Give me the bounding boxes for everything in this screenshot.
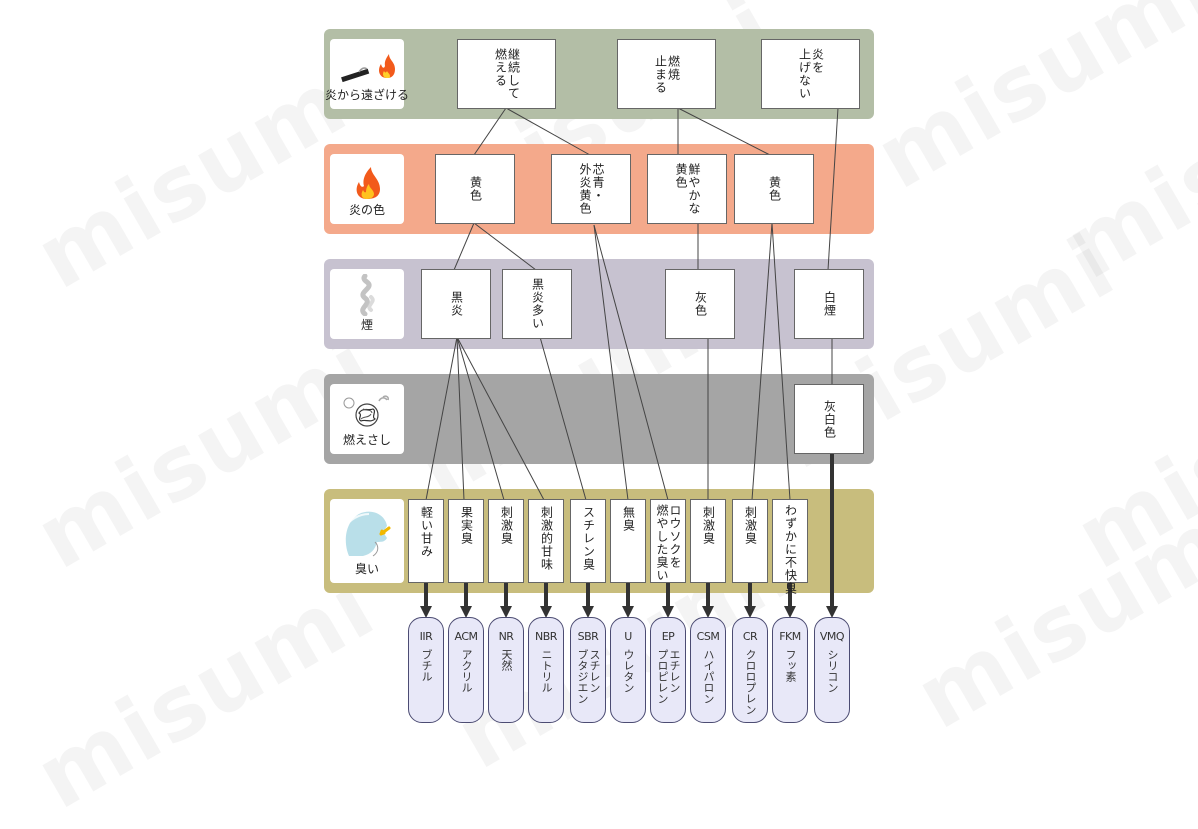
smoke-box-white: 白煙	[794, 269, 864, 339]
fire-box-stops-burning: 燃焼 止まる	[617, 39, 716, 109]
odor-box: 軽い甘み	[408, 499, 444, 583]
band-residue	[324, 374, 874, 464]
odor-box: わずかに不快臭	[772, 499, 808, 595]
odor-box: 無臭	[610, 499, 646, 583]
odor-box: 刺激臭	[488, 499, 524, 583]
flame-icon	[356, 167, 380, 199]
fire-box-no-flame: 炎を 上げない	[761, 39, 860, 109]
smoke-icon	[360, 274, 375, 316]
row-label-smoke: 煙	[360, 318, 373, 332]
odor-box: 刺激的甘味	[528, 499, 564, 583]
fire-box-continues-burning: 継続して 燃える	[457, 39, 556, 109]
row-label-fire: 炎から遠ざける	[325, 88, 410, 102]
watermark: misumi	[859, 0, 1198, 209]
odor-box: 刺激臭	[732, 499, 768, 583]
row-header-smoke: 煙	[330, 269, 404, 339]
smoke-box-gray: 灰色	[665, 269, 735, 339]
row-label-odor: 臭い	[354, 562, 379, 576]
flame-box-blue-core: 芯青・ 外炎黄色	[551, 154, 631, 224]
row-header-flame: 炎の色	[330, 154, 404, 224]
flame-box-bright-yellow: 鮮やかな 黄色	[647, 154, 727, 224]
ash-residue-icon	[343, 395, 389, 427]
smoke-box-black-heavy: 黒炎多い	[502, 269, 572, 339]
smell-face-icon	[344, 511, 391, 557]
watermark: misumi	[1049, 24, 1198, 299]
odor-box: ロウソクを 燃やした臭い	[650, 499, 686, 583]
flame-box-yellow: 黄色	[435, 154, 515, 224]
row-label-flame: 炎の色	[348, 203, 385, 217]
residue-box-grayish-white: 灰白色	[794, 384, 864, 454]
flame-box-yellow-2: 黄色	[734, 154, 814, 224]
watermark: misumi	[1059, 314, 1198, 589]
row-header-residue: 燃えさし	[330, 384, 404, 454]
odor-box: 刺激臭	[690, 499, 726, 583]
match-flame-icon	[341, 54, 395, 83]
watermark: misumi	[19, 554, 392, 829]
watermark: misumi	[899, 474, 1198, 749]
odor-box: 果実臭	[448, 499, 484, 583]
row-header-fire: 炎から遠ざける	[325, 39, 409, 109]
band-smoke	[324, 259, 874, 349]
smoke-box-black: 黒炎	[421, 269, 491, 339]
odor-box: スチレン臭	[570, 499, 606, 583]
row-header-odor: 臭い	[330, 499, 404, 583]
row-label-residue: 燃えさし	[342, 433, 391, 447]
